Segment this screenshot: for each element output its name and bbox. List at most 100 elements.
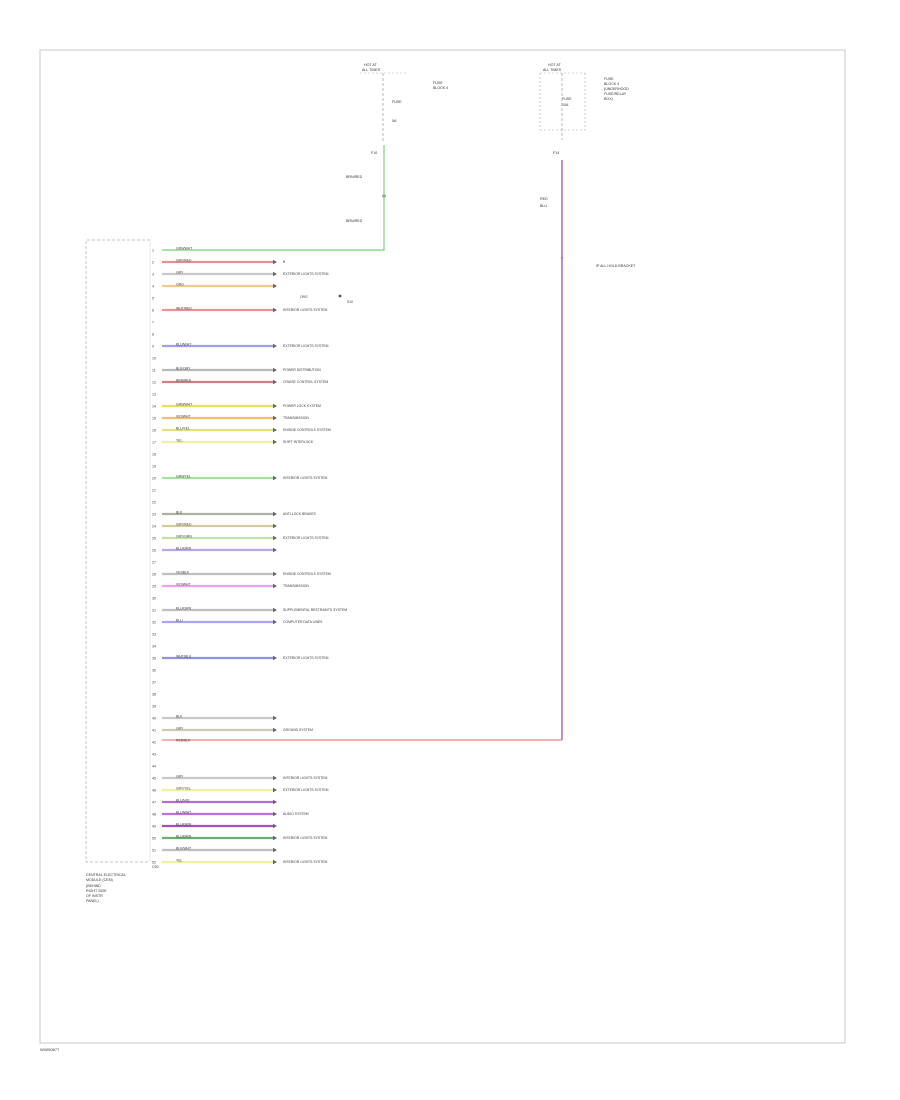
pin-destination: TRANSMISSION <box>283 416 309 420</box>
pin-wire-color: GRY/YEL <box>176 786 191 790</box>
pin-destination: EXTERIOR LIGHTS SYSTEM <box>283 344 329 348</box>
left-fuse-label-1: FUSE <box>433 81 443 85</box>
pin-destination: EXTERIOR LIGHTS SYSTEM <box>283 536 329 540</box>
pin-number: 40 <box>152 716 156 720</box>
central-electrical-module: C50 CENTRAL ELECTRICAL MODULE (CEM) (BEH… <box>85 239 159 903</box>
left-fuse-title-2: ALL TIMES <box>362 68 381 72</box>
pin-wire-color: BLU/GRN <box>176 606 192 610</box>
pin-number: 38 <box>152 692 156 696</box>
pin-number: 46 <box>152 788 156 792</box>
left-fuse-connector: F10 <box>371 151 377 155</box>
pin-wire-color: VIO/WHT <box>176 582 191 586</box>
pin-connector-arrow <box>273 343 277 349</box>
pin-wire-color: GRN/WHT <box>176 246 192 250</box>
pin-destination: B <box>283 260 286 264</box>
pin-number: 4 <box>152 284 154 288</box>
pin-wire-color: VIO/WHT <box>176 414 191 418</box>
module-label-3: (BEHIND <box>86 884 101 888</box>
pin-connector-arrow <box>273 547 277 553</box>
pin-number: 44 <box>152 764 156 768</box>
pin-number: 9 <box>152 344 154 348</box>
pin-connector-arrow <box>273 799 277 805</box>
left-fuse-wire-top: BRN/RED <box>346 175 363 179</box>
pin-number: 19 <box>152 464 156 468</box>
pin-wire-color: BLK <box>176 714 183 718</box>
right-fuse-label-1: FUSE <box>604 77 614 81</box>
pin-destination: INTERIOR LIGHTS SYSTEM <box>283 308 327 312</box>
ground-note: IP ALL HOLD BRACKET <box>596 264 636 268</box>
pin-connector-arrow <box>273 307 277 313</box>
pin-number: 18 <box>152 452 156 456</box>
pin-connector-arrow <box>273 283 277 289</box>
module-label-1: CENTRAL ELECTRICAL <box>86 873 126 877</box>
pin-destination: INTERIOR LIGHTS SYSTEM <box>283 476 327 480</box>
pin-number: 30 <box>152 596 156 600</box>
pin-connector-arrow <box>273 787 277 793</box>
pin-destination: EXTERIOR LIGHTS SYSTEM <box>283 656 329 660</box>
pin-destination: TRANSMISSION <box>283 584 309 588</box>
page-code: W0050677 <box>40 1047 60 1052</box>
diagram-border <box>39 49 846 1044</box>
right-fuse-title-2: ALL TIMES <box>543 68 562 72</box>
pin-destination: SHIFT INTERLOCK <box>283 440 314 444</box>
pin-number: 3 <box>152 272 154 276</box>
pin-number: 42 <box>152 740 156 744</box>
pin-connector-arrow <box>273 427 277 433</box>
module-connector: C50 <box>152 865 159 869</box>
pin-number: 10 <box>152 356 156 360</box>
right-fuse-rating-2: 10A <box>562 103 569 107</box>
pin-wire-color: GRY <box>176 774 184 778</box>
pin-wire-color: ORG <box>176 282 184 286</box>
pin-number: 15 <box>152 416 156 420</box>
pin-wire-color: BLU/WHT <box>176 342 191 346</box>
left-fuse-wire-bottom: BRN/RED <box>346 219 363 223</box>
pin-connector-arrow <box>273 619 277 625</box>
pin-number: 36 <box>152 668 156 672</box>
pin-connector-arrow <box>273 775 277 781</box>
right-fuse-title-1: HOT AT <box>548 63 561 67</box>
pin-destination: SUPPLEMENTAL RESTRAINTS SYSTEM <box>283 608 347 612</box>
pin-number: 45 <box>152 776 156 780</box>
pin-wire-color: VIO/BLK <box>176 570 190 574</box>
pin-connector-arrow <box>273 415 277 421</box>
pin-number: 31 <box>152 608 156 612</box>
pin-number: 7 <box>152 320 154 324</box>
pin-number: 2 <box>152 260 154 264</box>
feed-wire-pin-1 <box>162 145 385 251</box>
pin-wire-color: BLU <box>176 618 183 622</box>
pin-destination: INTERIOR LIGHTS SYSTEM <box>283 860 327 864</box>
pin-connector-arrow <box>273 271 277 277</box>
pin-wire-color: GRY/RED <box>176 258 192 262</box>
module-label-5: OF INSTR <box>86 894 103 898</box>
pin-number: 13 <box>152 392 156 396</box>
pin-wire-color: BLK <box>176 510 183 514</box>
pin-destination: INTERIOR LIGHTS SYSTEM <box>283 836 327 840</box>
pin-connector-arrow <box>273 523 277 529</box>
pin-wire-color: BRN/RED <box>176 378 192 382</box>
pin-connector-arrow <box>273 511 277 517</box>
pin-connector-arrow <box>273 583 277 589</box>
pin-destination: COMPUTER DATA LINES <box>283 620 323 624</box>
pin-wire-color: GRN/WHT <box>176 402 192 406</box>
pin-number: 47 <box>152 800 156 804</box>
pin4-splice-color: ORG <box>300 295 308 299</box>
pin-wire-color: YEL <box>176 858 183 862</box>
pin-connector-arrow <box>273 403 277 409</box>
pin-wire-color: BLK/WHT <box>176 846 191 850</box>
pin-number: 52 <box>152 860 156 864</box>
pin-destination: EXTERIOR LIGHTS SYSTEM <box>283 272 329 276</box>
pin-wire-color: GRY <box>176 270 184 274</box>
pin-wire-color: BLU/GRN <box>176 834 192 838</box>
module-label-2: MODULE (CEM) <box>86 878 113 882</box>
pin-number: 20 <box>152 476 156 480</box>
pin-number: 32 <box>152 620 156 624</box>
pin-destination: EXTERIOR LIGHTS SYSTEM <box>283 788 329 792</box>
pin-number: 11 <box>152 368 156 372</box>
pin-connector-arrow <box>273 715 277 721</box>
pin-wire-color: WHT/RED <box>176 306 192 310</box>
pin-connector-arrow <box>273 367 277 373</box>
pin-number: 49 <box>152 824 156 828</box>
pin-number: 12 <box>152 380 156 384</box>
pin-number: 24 <box>152 524 156 528</box>
